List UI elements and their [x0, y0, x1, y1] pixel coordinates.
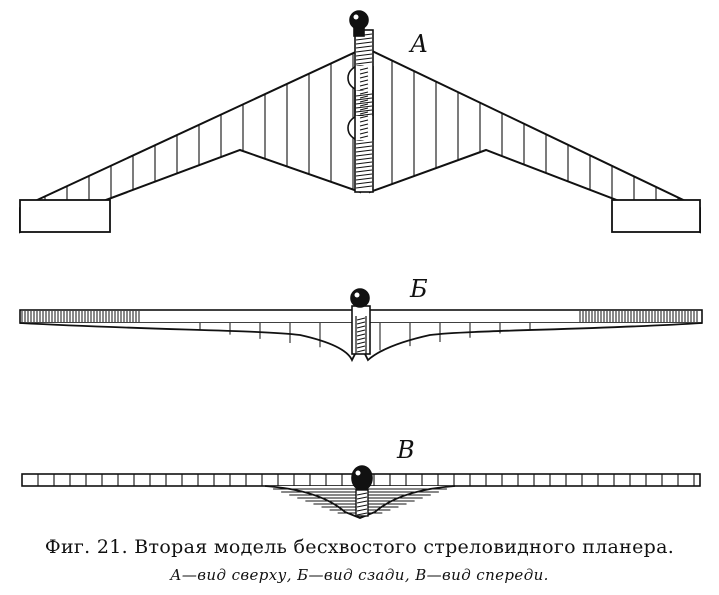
spine-hatch	[359, 95, 369, 99]
spine-hatch	[355, 109, 373, 113]
spine-hatch	[359, 111, 369, 115]
spine-hatch	[359, 107, 369, 111]
spine-hatch	[359, 131, 369, 135]
spine-hatch	[359, 135, 369, 139]
view-label-front: В	[396, 436, 415, 464]
spine-hatch	[359, 75, 369, 79]
spine-hatch	[359, 123, 369, 127]
spine-hatch	[355, 97, 373, 101]
spine-hatch	[355, 53, 373, 57]
spine-hatch	[355, 57, 373, 61]
spine-hatch	[359, 119, 369, 123]
spine-hatch	[356, 496, 368, 500]
spine-hatch	[356, 325, 366, 329]
spine-hatch	[355, 153, 373, 157]
right-aileron	[611, 199, 701, 233]
spine-hatch	[355, 169, 373, 173]
spine-hatch	[359, 71, 369, 75]
spine-hatch	[355, 45, 373, 49]
view-label-top: А	[408, 30, 428, 58]
rear-view: Б	[19, 275, 703, 363]
nose-weight-top	[349, 10, 369, 37]
front-view: В	[21, 436, 701, 519]
spine-hatch	[355, 105, 373, 109]
spine-hatch	[355, 41, 373, 45]
spine-hatch	[355, 37, 373, 41]
spine-hatch	[356, 504, 368, 508]
figure-caption: Фиг. 21. Вторая модель бесхвостого стрел…	[44, 536, 675, 558]
spine-hatch	[356, 337, 366, 341]
figure-legend: А—вид сверху, Б—вид сзади, В—вид спереди…	[170, 566, 549, 584]
spine-hatch	[355, 157, 373, 161]
spine-hatch	[356, 512, 368, 516]
spine-hatch	[355, 49, 373, 53]
left-wing-top	[19, 48, 361, 234]
spine-hatch	[359, 67, 369, 71]
spine-hatch	[355, 161, 373, 165]
glider-figure: А Б В	[19, 10, 703, 519]
spine-hatch	[356, 317, 366, 321]
spine-hatch	[355, 165, 373, 169]
front-fuselage	[351, 465, 373, 517]
spine-hatch	[359, 103, 369, 107]
spine-hatch	[356, 508, 368, 512]
right-wing-top	[369, 48, 701, 234]
spine-hatch	[355, 181, 373, 185]
rear-fuselage	[350, 288, 371, 355]
spine-hatch	[355, 101, 373, 105]
spine-hatch	[359, 83, 369, 87]
spine-hatch	[355, 61, 373, 65]
spine-hatch	[359, 127, 369, 131]
spine-hatch	[356, 329, 366, 333]
spine-hatch	[356, 333, 366, 337]
view-label-rear: Б	[409, 275, 428, 303]
fuselage-spine-top	[347, 29, 374, 193]
top-view: А	[19, 10, 701, 234]
left-aileron	[19, 199, 111, 233]
spine-hatch	[356, 341, 366, 345]
spine-hatch	[359, 91, 369, 95]
spine-hatch	[359, 79, 369, 83]
spine-hatch	[355, 173, 373, 177]
spine-hatch	[355, 149, 373, 153]
spine-hatch	[359, 99, 369, 103]
spine-hatch	[356, 345, 366, 349]
spine-hatch	[355, 141, 373, 145]
spine-hatch	[355, 185, 373, 189]
spine-hatch	[356, 349, 366, 353]
spine-hatch	[356, 492, 368, 496]
spine-hatch	[355, 93, 373, 97]
spine-hatch	[355, 145, 373, 149]
spine-hatch	[359, 87, 369, 91]
spine-hatch	[356, 321, 366, 325]
spine-hatch	[355, 177, 373, 181]
spine-hatch	[356, 500, 368, 504]
spine-hatch	[359, 115, 369, 119]
